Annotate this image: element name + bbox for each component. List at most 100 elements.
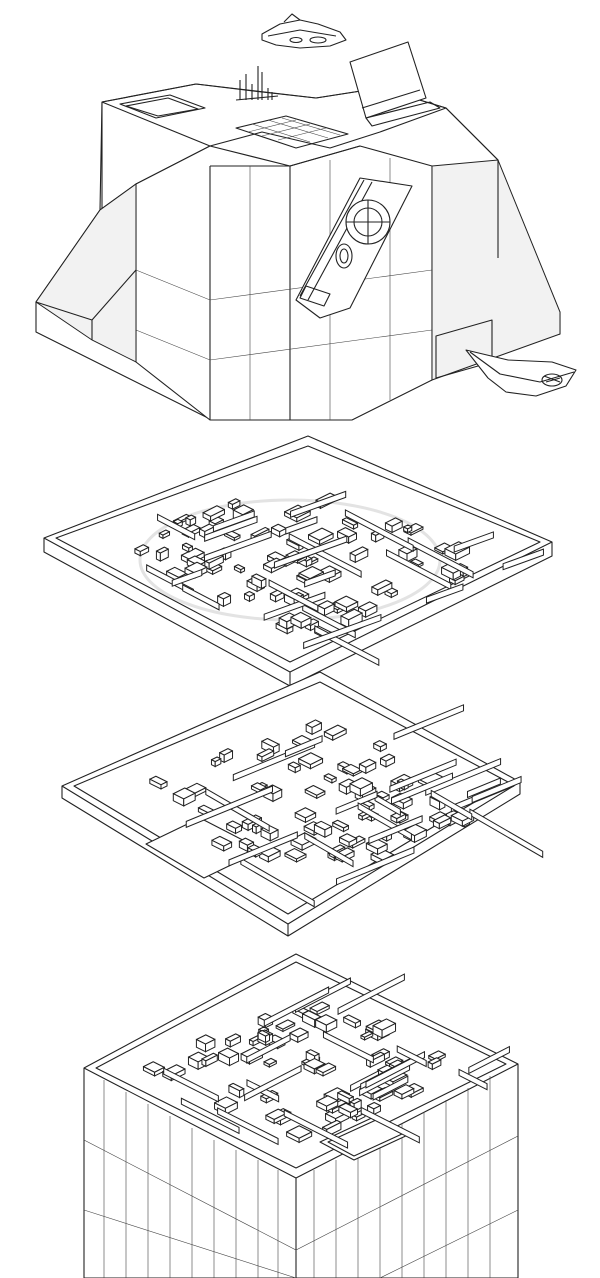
interior-wall <box>372 1075 409 1101</box>
furniture-piece <box>214 758 222 768</box>
furniture-piece <box>345 601 359 613</box>
furniture-piece <box>373 1104 381 1116</box>
interior-wall <box>204 530 272 563</box>
interior-wall <box>217 1107 279 1146</box>
interior-wall <box>283 1109 349 1149</box>
furniture-piece <box>311 722 322 736</box>
furniture-piece <box>370 532 377 543</box>
interior-wall <box>240 857 315 908</box>
interior-wall <box>171 568 203 587</box>
interior-wall <box>368 815 423 845</box>
furniture-piece <box>222 594 232 608</box>
middle-floor-plan <box>61 671 544 937</box>
side-shuttle <box>465 349 577 397</box>
furniture-piece <box>269 829 279 842</box>
furniture-piece <box>326 1099 339 1113</box>
interior-wall <box>344 509 414 553</box>
furniture-piece <box>401 1087 415 1100</box>
interior-wall <box>453 531 494 553</box>
interior-wall <box>425 757 502 797</box>
interior-wall <box>365 1050 425 1089</box>
interior-wall <box>204 515 258 542</box>
upper-floor-plan <box>43 435 553 687</box>
furniture-piece <box>379 1090 394 1102</box>
furniture-piece <box>348 532 358 544</box>
furniture-piece <box>265 1033 271 1044</box>
furniture-piece <box>324 825 333 838</box>
furniture-piece <box>390 589 398 599</box>
furniture-piece <box>189 516 197 527</box>
interior-wall <box>336 846 415 886</box>
furniture-piece <box>407 526 413 534</box>
furniture-piece <box>328 570 342 584</box>
furniture-piece <box>324 603 335 617</box>
furniture-piece <box>229 1052 240 1067</box>
interior-wall <box>360 1106 420 1144</box>
furniture-piece <box>438 817 452 830</box>
furniture-piece <box>231 500 241 510</box>
interior-wall <box>288 532 362 579</box>
furniture-piece <box>260 577 267 590</box>
interior-wall <box>337 973 405 1016</box>
furniture-piece <box>223 750 234 764</box>
furniture-piece <box>452 568 461 581</box>
furniture-piece <box>309 757 324 770</box>
furniture-piece <box>402 798 413 810</box>
furniture-piece <box>205 1054 218 1068</box>
furniture-piece <box>377 582 393 597</box>
interior-wall <box>502 548 544 571</box>
furniture-piece <box>275 591 285 603</box>
interior-wall <box>180 1097 240 1135</box>
furniture-piece <box>406 548 418 563</box>
furniture-piece <box>348 837 358 848</box>
top-shuttle <box>261 13 347 49</box>
furniture-piece <box>352 768 363 777</box>
interior-wall <box>335 790 378 815</box>
furniture-piece <box>305 557 313 568</box>
furniture-piece <box>322 1065 337 1077</box>
interior-wall <box>290 490 347 518</box>
interior-wall <box>263 986 330 1028</box>
interior-wall <box>304 569 336 588</box>
interior-wall <box>466 777 501 799</box>
furniture-piece <box>239 1087 245 1099</box>
interior-wall <box>284 734 323 758</box>
furniture-piece <box>294 764 301 774</box>
furniture-piece <box>252 824 257 835</box>
furniture-piece <box>296 510 311 523</box>
furniture-piece <box>381 1022 397 1039</box>
furniture-piece <box>208 555 224 571</box>
interior-wall <box>396 1045 427 1068</box>
furniture-piece <box>396 813 407 824</box>
furniture-piece <box>139 546 150 557</box>
interior-wall <box>268 579 319 613</box>
furniture-piece <box>316 1004 330 1016</box>
furniture-piece <box>316 790 326 800</box>
interior-wall <box>393 704 465 741</box>
lower-tower <box>83 953 519 1278</box>
interior-wall <box>304 831 354 868</box>
furniture-piece <box>229 1035 241 1048</box>
furniture-piece <box>268 1060 277 1068</box>
furniture-piece <box>282 1022 296 1033</box>
furniture-piece <box>359 782 373 797</box>
furniture-piece <box>365 761 377 775</box>
furniture-piece <box>210 508 225 522</box>
interior-wall <box>228 831 298 867</box>
furniture-piece <box>364 1032 374 1041</box>
interior-wall <box>471 775 522 804</box>
interior-wall <box>425 583 464 604</box>
furniture-piece <box>431 1059 442 1071</box>
furniture-piece <box>223 841 233 852</box>
furniture-piece <box>410 1087 424 1099</box>
furniture-piece <box>160 780 168 790</box>
furniture-piece <box>343 824 349 833</box>
furniture-piece <box>319 532 334 546</box>
furniture-piece <box>188 545 193 553</box>
furniture-piece <box>414 829 427 844</box>
interior-wall <box>468 1045 510 1075</box>
interior-wall <box>391 772 453 805</box>
furniture-piece <box>304 812 317 824</box>
furniture-piece <box>240 567 246 574</box>
furniture-piece <box>183 792 196 807</box>
